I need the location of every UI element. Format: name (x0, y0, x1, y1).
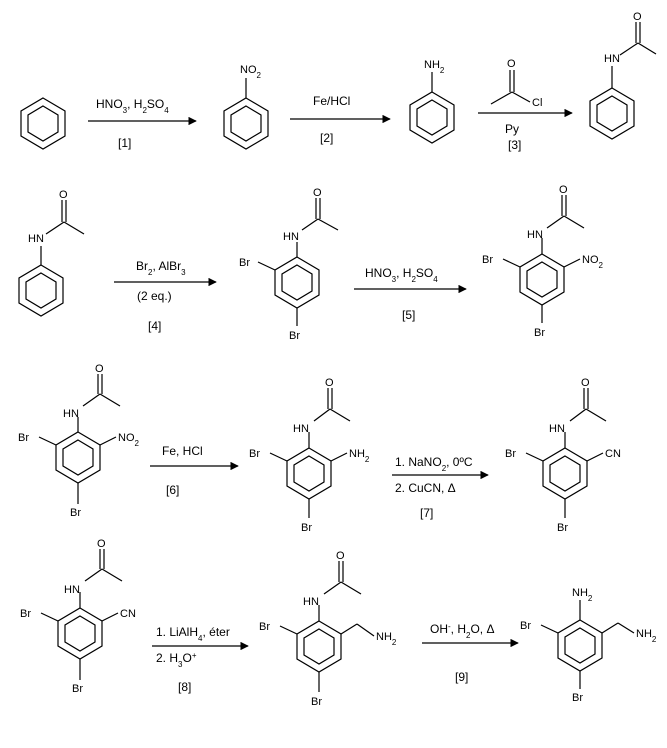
nitrobenzene-molecule: NO2 (223, 64, 269, 150)
svg-text:Br: Br (18, 432, 29, 444)
svg-text:O: O (633, 11, 642, 23)
svg-text:HN: HN (64, 584, 80, 596)
step-9-reagents: OH-, H2O, Δ (430, 622, 495, 640)
svg-text:O: O (325, 377, 334, 389)
step-8-reagents-2: 2. H3O+ (156, 651, 197, 669)
svg-text:Br: Br (311, 696, 322, 708)
acetanilide-molecule: HN O (589, 11, 657, 140)
svg-text:Br: Br (572, 692, 583, 704)
svg-text:NH2: NH2 (349, 448, 370, 464)
step-1-reagents: HNO3, H2SO4 (96, 97, 169, 115)
svg-text:CN: CN (605, 448, 621, 460)
amino-dibromoacetanilide-molecule: HN O Br NH2 Br (249, 377, 370, 534)
step-2-reagents: Fe/HCl (313, 94, 350, 108)
svg-text:NH2: NH2 (636, 628, 657, 644)
svg-text:HN: HN (303, 596, 319, 608)
step-4-equivalents: (2 eq.) (137, 289, 172, 303)
svg-text:HN: HN (283, 231, 299, 243)
svg-text:CN: CN (120, 608, 136, 620)
svg-text:NH2: NH2 (424, 59, 445, 75)
svg-text:HN: HN (527, 229, 543, 241)
svg-text:HN: HN (28, 233, 44, 245)
step-6-reagents: Fe, HCl (162, 444, 203, 458)
step-7-reagents-1: 1. NaNO2, 0ºC (395, 455, 473, 473)
svg-text:Br: Br (239, 257, 250, 269)
svg-text:O: O (581, 377, 590, 389)
svg-text:Br: Br (72, 683, 83, 695)
step-8-number: [8] (178, 680, 191, 694)
svg-text:O: O (507, 58, 516, 70)
svg-text:Br: Br (505, 448, 516, 460)
dibromoacetanilide-molecule: HN O Br Br (239, 187, 339, 342)
svg-text:Cl: Cl (532, 97, 542, 109)
svg-text:O: O (95, 363, 104, 375)
step-9-number: [9] (455, 670, 468, 684)
svg-text:O: O (336, 550, 345, 562)
svg-text:Br: Br (520, 620, 531, 632)
step-4-reagents: Br2, AlBr3 (136, 259, 186, 277)
dibromo-nitroacetanilide-start-molecule: HN O Br NO2 Br (18, 363, 140, 519)
step-7-number: [7] (420, 506, 433, 520)
step-3-reagents: Py (505, 122, 519, 136)
svg-text:HN: HN (604, 53, 620, 65)
svg-text:NH2: NH2 (572, 587, 593, 603)
step-7-reagents-2: 2. CuCN, Δ (395, 481, 456, 495)
cyano-dibromoacetanilide-molecule: HN O Br CN Br (505, 377, 621, 534)
step-5-reagents: HNO3, H2SO4 (365, 266, 438, 284)
svg-text:Br: Br (301, 522, 312, 534)
svg-text:NO2: NO2 (240, 64, 262, 80)
svg-text:NH2: NH2 (376, 631, 397, 647)
svg-text:O: O (97, 538, 106, 550)
svg-text:Br: Br (557, 522, 568, 534)
dibromo-nitroacetanilide-molecule: HN O Br NO2 Br (482, 184, 604, 339)
svg-text:O: O (59, 189, 68, 201)
step-4-number: [4] (148, 319, 161, 333)
step-6-number: [6] (166, 483, 179, 497)
aminomethyl-dibromoacetanilide-molecule: HN O Br NH2 Br (259, 550, 397, 708)
acetyl-chloride-reagent: O Cl (490, 58, 542, 109)
step-5-number: [5] (402, 308, 415, 322)
step-1-number: [1] (118, 136, 131, 150)
svg-text:NO2: NO2 (582, 254, 604, 270)
cyano-dibromoacetanilide-start-molecule: HN O Br CN Br (20, 538, 136, 695)
svg-text:O: O (313, 187, 322, 199)
step-2-number: [2] (320, 131, 333, 145)
svg-text:Br: Br (249, 448, 260, 460)
svg-text:Br: Br (482, 254, 493, 266)
svg-text:HN: HN (63, 408, 79, 420)
svg-text:Br: Br (534, 327, 545, 339)
svg-text:Br: Br (20, 608, 31, 620)
svg-text:HN: HN (293, 423, 309, 435)
svg-text:Br: Br (289, 330, 300, 342)
step-8-reagents-1: 1. LiAlH4, éter (156, 625, 230, 643)
svg-text:O: O (559, 184, 568, 196)
aniline-molecule: NH2 (409, 59, 455, 144)
svg-text:NO2: NO2 (118, 432, 140, 448)
svg-text:Br: Br (259, 621, 270, 633)
benzene-molecule (20, 97, 66, 150)
final-product-molecule: NH2 Br NH2 Br (520, 587, 657, 704)
acetanilide-start-molecule: HN O (18, 189, 85, 317)
svg-text:HN: HN (549, 423, 565, 435)
svg-text:Br: Br (70, 507, 81, 519)
step-3-number: [3] (508, 138, 521, 152)
